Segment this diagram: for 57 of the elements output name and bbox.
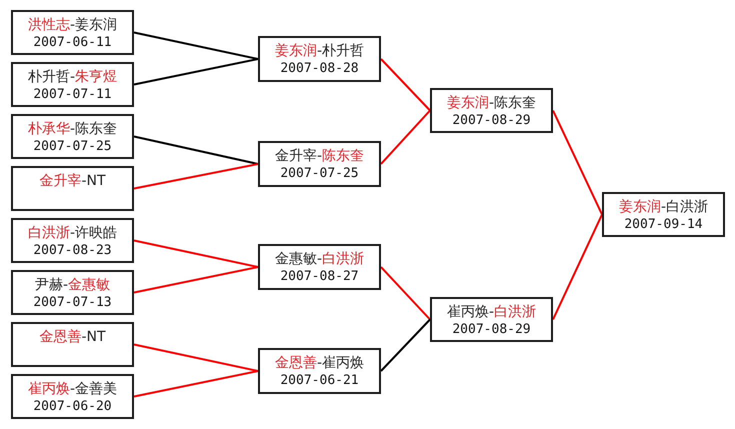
match-date: 2007-08-29 <box>452 321 531 339</box>
match-box <box>11 322 134 367</box>
match-box <box>11 62 134 107</box>
match-box <box>11 270 134 315</box>
player-names: 尹赫-金惠敏 <box>34 276 110 294</box>
connector-line <box>552 110 603 215</box>
player-names: 金恩善-崔丙焕 <box>274 354 364 372</box>
match-box <box>258 244 381 290</box>
connector-line <box>380 318 431 372</box>
match-box <box>11 114 134 159</box>
match-box <box>11 218 134 263</box>
match-date: 2007-08-23 <box>33 242 112 260</box>
connector-line <box>134 344 258 372</box>
player-names: 金恩善-NT <box>39 328 106 346</box>
connector-line <box>134 136 258 165</box>
player-names: 金惠敏-白洪浙 <box>274 250 364 268</box>
connector-line <box>552 214 603 320</box>
connector-line <box>134 163 258 190</box>
match-box <box>430 88 553 133</box>
connector-line <box>134 266 258 294</box>
connector-line <box>380 58 431 112</box>
player-names: 金升宰-NT <box>39 172 106 190</box>
match-date: 2007-08-27 <box>280 268 359 286</box>
match-box <box>11 374 134 419</box>
player-names: 金升宰-陈东奎 <box>274 147 364 165</box>
match-date: 2007-07-25 <box>280 165 359 183</box>
connector-line <box>134 240 258 268</box>
match-box <box>11 10 134 55</box>
match-box <box>258 36 381 82</box>
match-date: 2007-09-14 <box>624 216 703 234</box>
player-names: 朴升哲-朱亨煜 <box>28 68 118 86</box>
match-date: 2007-07-25 <box>33 138 112 156</box>
connector-line <box>134 32 258 60</box>
match-box <box>11 166 134 211</box>
player-names: 崔丙焕-白洪浙 <box>446 303 536 321</box>
match-box <box>430 297 553 342</box>
match-date: 2007-06-21 <box>280 372 359 390</box>
match-box <box>258 348 381 394</box>
connector-line <box>134 58 258 86</box>
match-date: 2007-07-11 <box>33 86 112 104</box>
player-names: 白洪浙-许映皓 <box>28 224 118 242</box>
match-date: 2007-06-11 <box>33 34 112 52</box>
player-names: 崔丙焕-金善美 <box>28 380 118 398</box>
player-names: 姜东润-陈东奎 <box>446 94 536 112</box>
match-date: 2007-07-13 <box>33 294 112 312</box>
connector-line <box>380 266 431 320</box>
player-names: 朴承华-陈东奎 <box>28 120 118 138</box>
match-box <box>258 141 381 187</box>
match-date: 2007-08-29 <box>452 112 531 130</box>
connector-line <box>134 370 258 398</box>
connector-line <box>380 110 431 165</box>
player-names: 洪性志-姜东润 <box>28 16 118 34</box>
match-date: 2007-08-28 <box>280 60 359 78</box>
match-date: 2007-06-20 <box>33 398 112 416</box>
player-names: 姜东润-朴升哲 <box>274 42 364 60</box>
match-box <box>602 192 725 237</box>
player-names: 姜东润-白洪浙 <box>618 198 708 216</box>
